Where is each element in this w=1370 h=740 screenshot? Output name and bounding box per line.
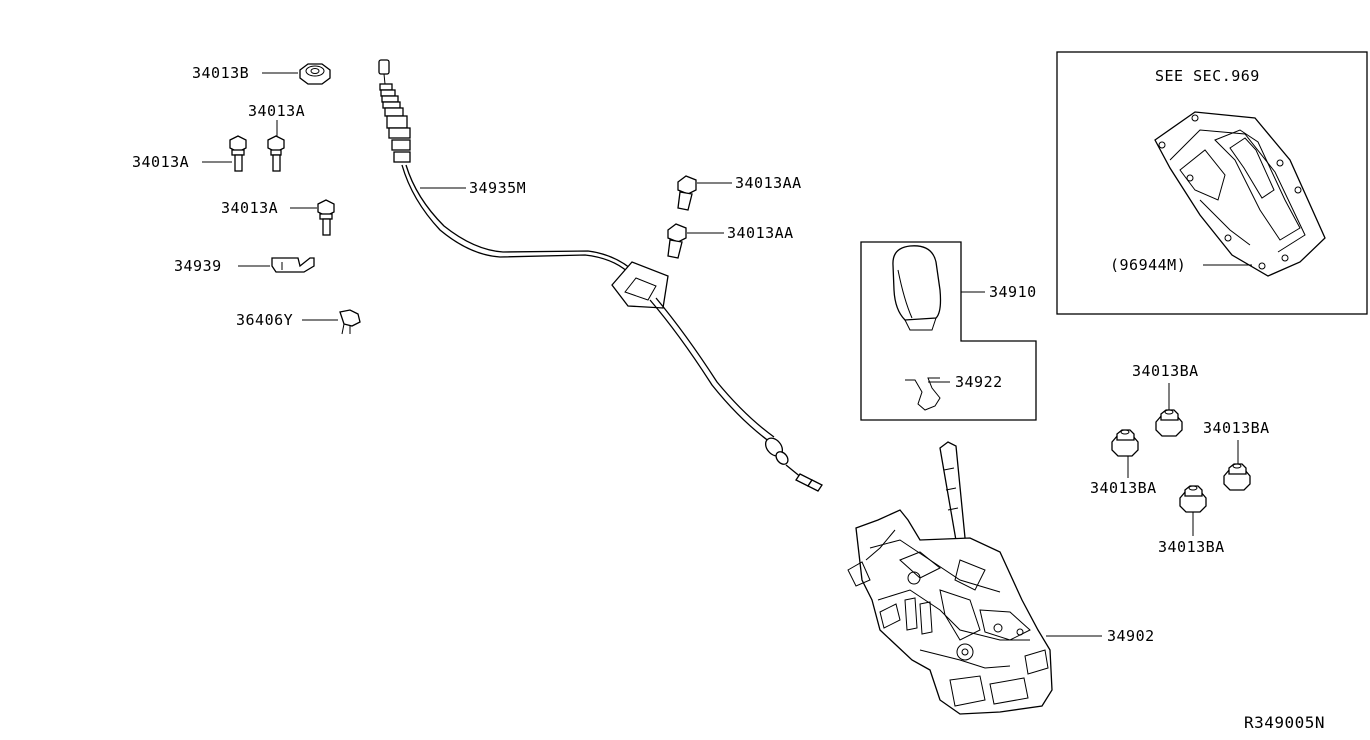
label-34935M: 34935M [469, 179, 527, 197]
clip-36406Y [339, 309, 361, 335]
nut-34013B [299, 63, 331, 85]
bolt-34013A-mid [317, 199, 335, 236]
nut-34013BA-4 [1179, 485, 1207, 513]
label-34013A-top: 34013A [248, 102, 306, 120]
label-34939: 34939 [174, 257, 222, 275]
shift-knob-drawing [892, 245, 942, 331]
label-34013BA-2: 34013BA [1090, 479, 1157, 497]
label-34902: 34902 [1107, 627, 1155, 645]
label-34013BA-4: 34013BA [1158, 538, 1225, 556]
knob-frame [860, 241, 1037, 421]
nut-34013BA-3 [1223, 463, 1251, 491]
bolt-34013A-top [267, 135, 285, 172]
bolt-34013AA-2 [667, 223, 687, 259]
label-34013BA-3: 34013BA [1203, 419, 1270, 437]
nut-34013BA-1 [1155, 409, 1183, 437]
knob-clip-drawing [905, 377, 941, 411]
shifter-assembly-drawing [847, 441, 1053, 715]
label-34013BA-1: 34013BA [1132, 362, 1199, 380]
label-34013A-mid: 34013A [221, 199, 279, 217]
label-36406Y: 36406Y [236, 311, 294, 329]
inset-frame [1056, 51, 1368, 315]
bolt-34013AA-1 [677, 175, 697, 211]
console-bezel-drawing [1154, 111, 1326, 277]
label-34013AA-2: 34013AA [727, 224, 794, 242]
nut-34013BA-2 [1111, 429, 1139, 457]
bolt-34013A-left [229, 135, 247, 172]
label-34013B: 34013B [192, 64, 250, 82]
label-34013AA-1: 34013AA [735, 174, 802, 192]
control-cable-drawing [378, 59, 823, 492]
label-34910: 34910 [989, 283, 1037, 301]
label-34922: 34922 [955, 373, 1003, 391]
inset-note: SEE SEC.969 [1155, 67, 1260, 85]
clip-34939 [271, 257, 315, 273]
label-34013A-left: 34013A [132, 153, 190, 171]
diagram-id: R349005N [1244, 713, 1326, 732]
label-96944M: (96944M) [1110, 256, 1187, 274]
